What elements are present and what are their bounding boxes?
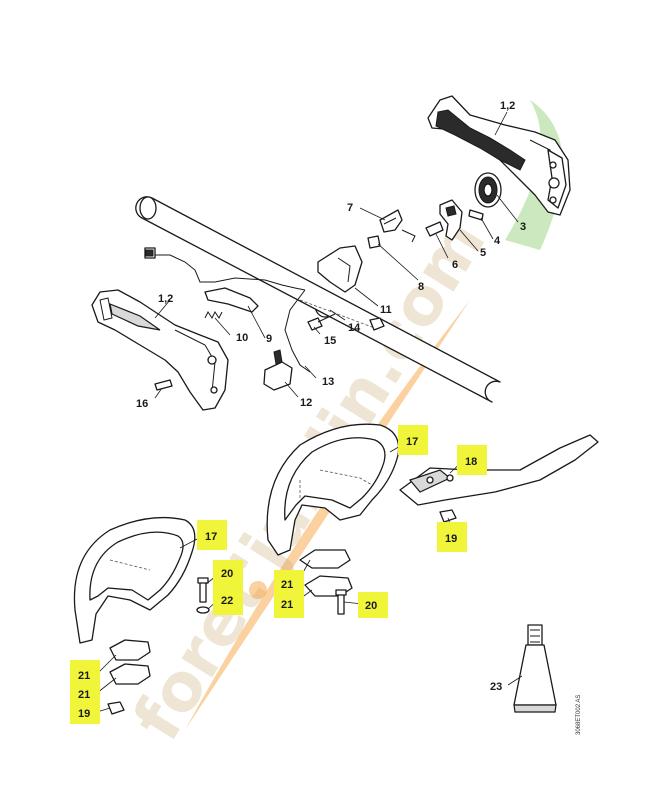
label-6: 6 (452, 259, 458, 271)
label-10: 10 (236, 332, 248, 344)
contact-spring (204, 287, 259, 313)
label-17-b: 17 (205, 531, 217, 543)
label-4: 4 (494, 235, 501, 247)
loop-handle-lower (73, 516, 196, 644)
diagram-code: 3068ET002 AS (576, 695, 582, 735)
control-handle-housing-upper (427, 95, 571, 216)
highlight-17-a (398, 425, 428, 455)
switch-housing (317, 245, 363, 293)
interlock-lever (379, 209, 403, 233)
label-22: 22 (221, 595, 233, 607)
screw-16 (154, 379, 173, 391)
spring (204, 311, 223, 319)
nut-19-lower (107, 701, 125, 715)
label-11: 11 (380, 304, 392, 316)
label-19-b: 19 (78, 708, 90, 720)
highlight-21-a (274, 570, 304, 618)
label-7: 7 (347, 202, 353, 214)
label-1-2-top: 1,2 (500, 100, 515, 112)
highlight-20-b (358, 592, 388, 618)
label-21-a: 21 (281, 579, 293, 591)
highlight-19-a (437, 522, 467, 552)
highlights (70, 425, 487, 724)
label-5: 5 (480, 247, 486, 259)
label-8: 8 (418, 281, 424, 293)
highlight-17-b (197, 520, 227, 550)
screw-20-left (197, 577, 209, 603)
highlight-21-b (70, 660, 100, 724)
label-1-2-left: 1,2 (158, 293, 173, 305)
label-23: 23 (490, 681, 502, 693)
wiring-harness (144, 247, 311, 373)
label-18: 18 (465, 456, 477, 468)
label-17-a: 17 (406, 436, 418, 448)
washer-22 (196, 606, 210, 614)
label-16: 16 (136, 398, 148, 410)
label-21-b: 21 (281, 599, 293, 611)
grease-tube (513, 624, 557, 713)
thumb-wheel (474, 172, 502, 208)
handle-support-bar (399, 434, 599, 506)
watermark-dot-orange (249, 581, 267, 599)
label-20-b: 20 (365, 600, 377, 612)
highlight-18 (457, 445, 487, 475)
screw-15 (307, 313, 336, 331)
label-20-a: 20 (221, 568, 233, 580)
loop-handle-upper (266, 423, 400, 556)
clamp-half-lower (109, 639, 151, 685)
label-12: 12 (300, 397, 312, 409)
torsion-spring (367, 229, 416, 249)
stop-switch (263, 349, 293, 391)
screw-20-right (335, 589, 347, 615)
callout-labels: 1,2 3 4 5 6 7 8 9 10 11 1,2 12 13 14 15 … (78, 100, 526, 720)
label-3: 3 (520, 221, 526, 233)
spring-small (425, 221, 444, 237)
label-9: 9 (266, 333, 272, 345)
clamp-half-upper (299, 549, 353, 597)
throttle-trigger (439, 199, 463, 241)
label-15: 15 (324, 335, 336, 347)
label-13: 13 (322, 376, 334, 388)
nut-19-upper (439, 509, 457, 523)
drive-tube (135, 196, 501, 403)
label-14: 14 (348, 322, 361, 334)
label-21-d: 21 (78, 689, 90, 701)
label-19-a: 19 (445, 533, 457, 545)
highlight-20-22 (213, 560, 243, 615)
control-handle-housing-lower (91, 289, 229, 411)
label-21-c: 21 (78, 670, 90, 682)
